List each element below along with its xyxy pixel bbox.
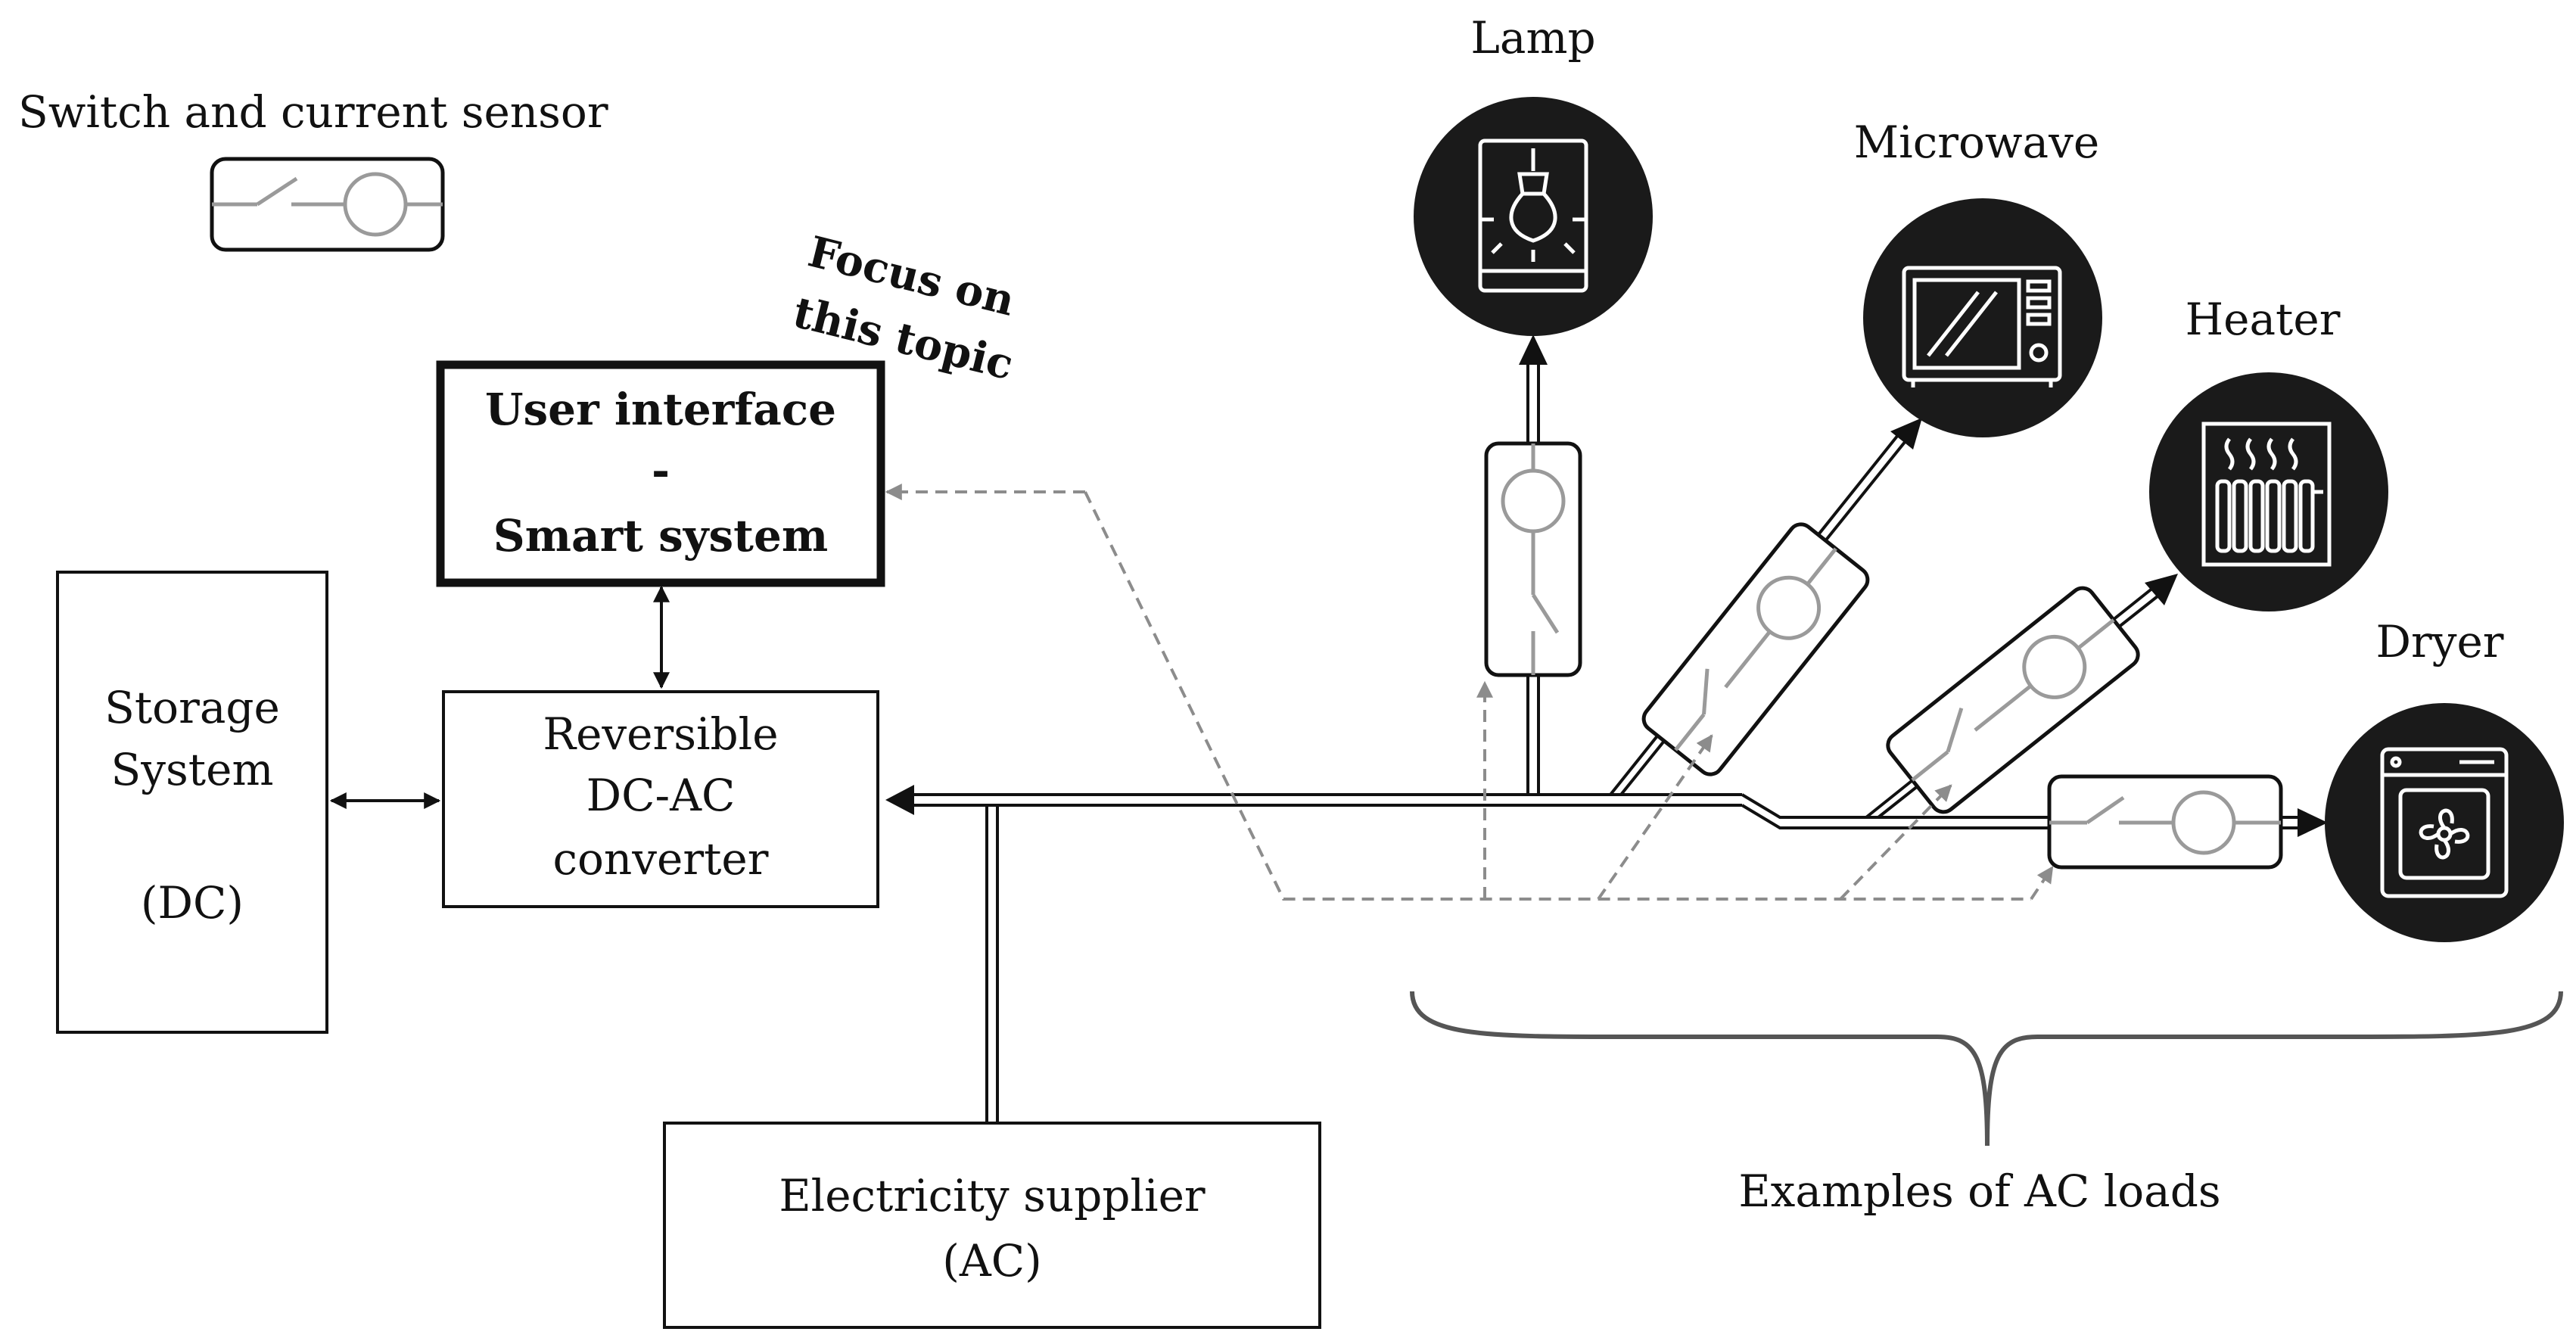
ac-bus — [905, 793, 2043, 829]
converter-line3: converter — [553, 833, 769, 885]
lamp-label: Lamp — [1470, 12, 1595, 64]
user-interface-box: User interface - Smart system — [436, 360, 885, 587]
supplier-box: Electricity supplier (AC) — [663, 1122, 1321, 1329]
microwave-sensor — [1641, 522, 1870, 776]
user-interface-line2: - — [652, 445, 670, 496]
storage-line3: (DC) — [141, 877, 244, 929]
dryer-branch-arrowhead — [2298, 808, 2328, 837]
load-lamp: Lamp — [1414, 12, 1653, 336]
dryer-sensor — [2047, 774, 2283, 870]
microwave-icon — [1902, 266, 2062, 387]
load-heater: Heater — [2149, 294, 2388, 611]
legend-sensor-symbol — [210, 157, 445, 252]
legend-title: Switch and current sensor — [18, 86, 608, 138]
supplier-line2: (AC) — [942, 1235, 1042, 1287]
load-dryer: Dryer — [2325, 616, 2564, 942]
loads-caption: Examples of AC loads — [1738, 1165, 2220, 1217]
lamp-branch-arrowhead — [1519, 334, 1548, 365]
converter-line1: Reversible — [543, 708, 778, 760]
heater-branch-arrowhead — [2145, 574, 2178, 605]
control-signal-lines — [885, 484, 2054, 901]
dryer-label: Dryer — [2375, 616, 2503, 667]
microwave-branch-arrowhead — [1890, 418, 1922, 450]
converter-box: Reversible DC-AC converter — [442, 690, 879, 908]
user-interface-line1: User interface — [485, 384, 836, 435]
heater-icon — [2201, 422, 2332, 567]
lamp-sensor — [1484, 441, 1582, 677]
converter-line2: DC-AC — [586, 770, 736, 821]
user-interface-line3: Smart system — [493, 510, 828, 562]
loads-brace — [1410, 991, 2563, 1147]
dryer-icon — [2380, 747, 2509, 898]
supplier-line1: Electricity supplier — [779, 1170, 1206, 1221]
heater-label: Heater — [2186, 294, 2341, 345]
heater-sensor — [1886, 586, 2140, 814]
storage-box: Storage System (DC) — [56, 571, 328, 1034]
lamp-icon — [1478, 138, 1588, 293]
load-microwave: Microwave — [1854, 117, 2102, 437]
supplier-feeder — [985, 805, 999, 1123]
storage-line2: System — [111, 744, 274, 795]
storage-line1: Storage — [104, 682, 280, 733]
bus-arrowhead-converter — [885, 785, 914, 815]
legend: Switch and current sensor — [18, 86, 608, 252]
microwave-label: Microwave — [1854, 117, 2099, 168]
